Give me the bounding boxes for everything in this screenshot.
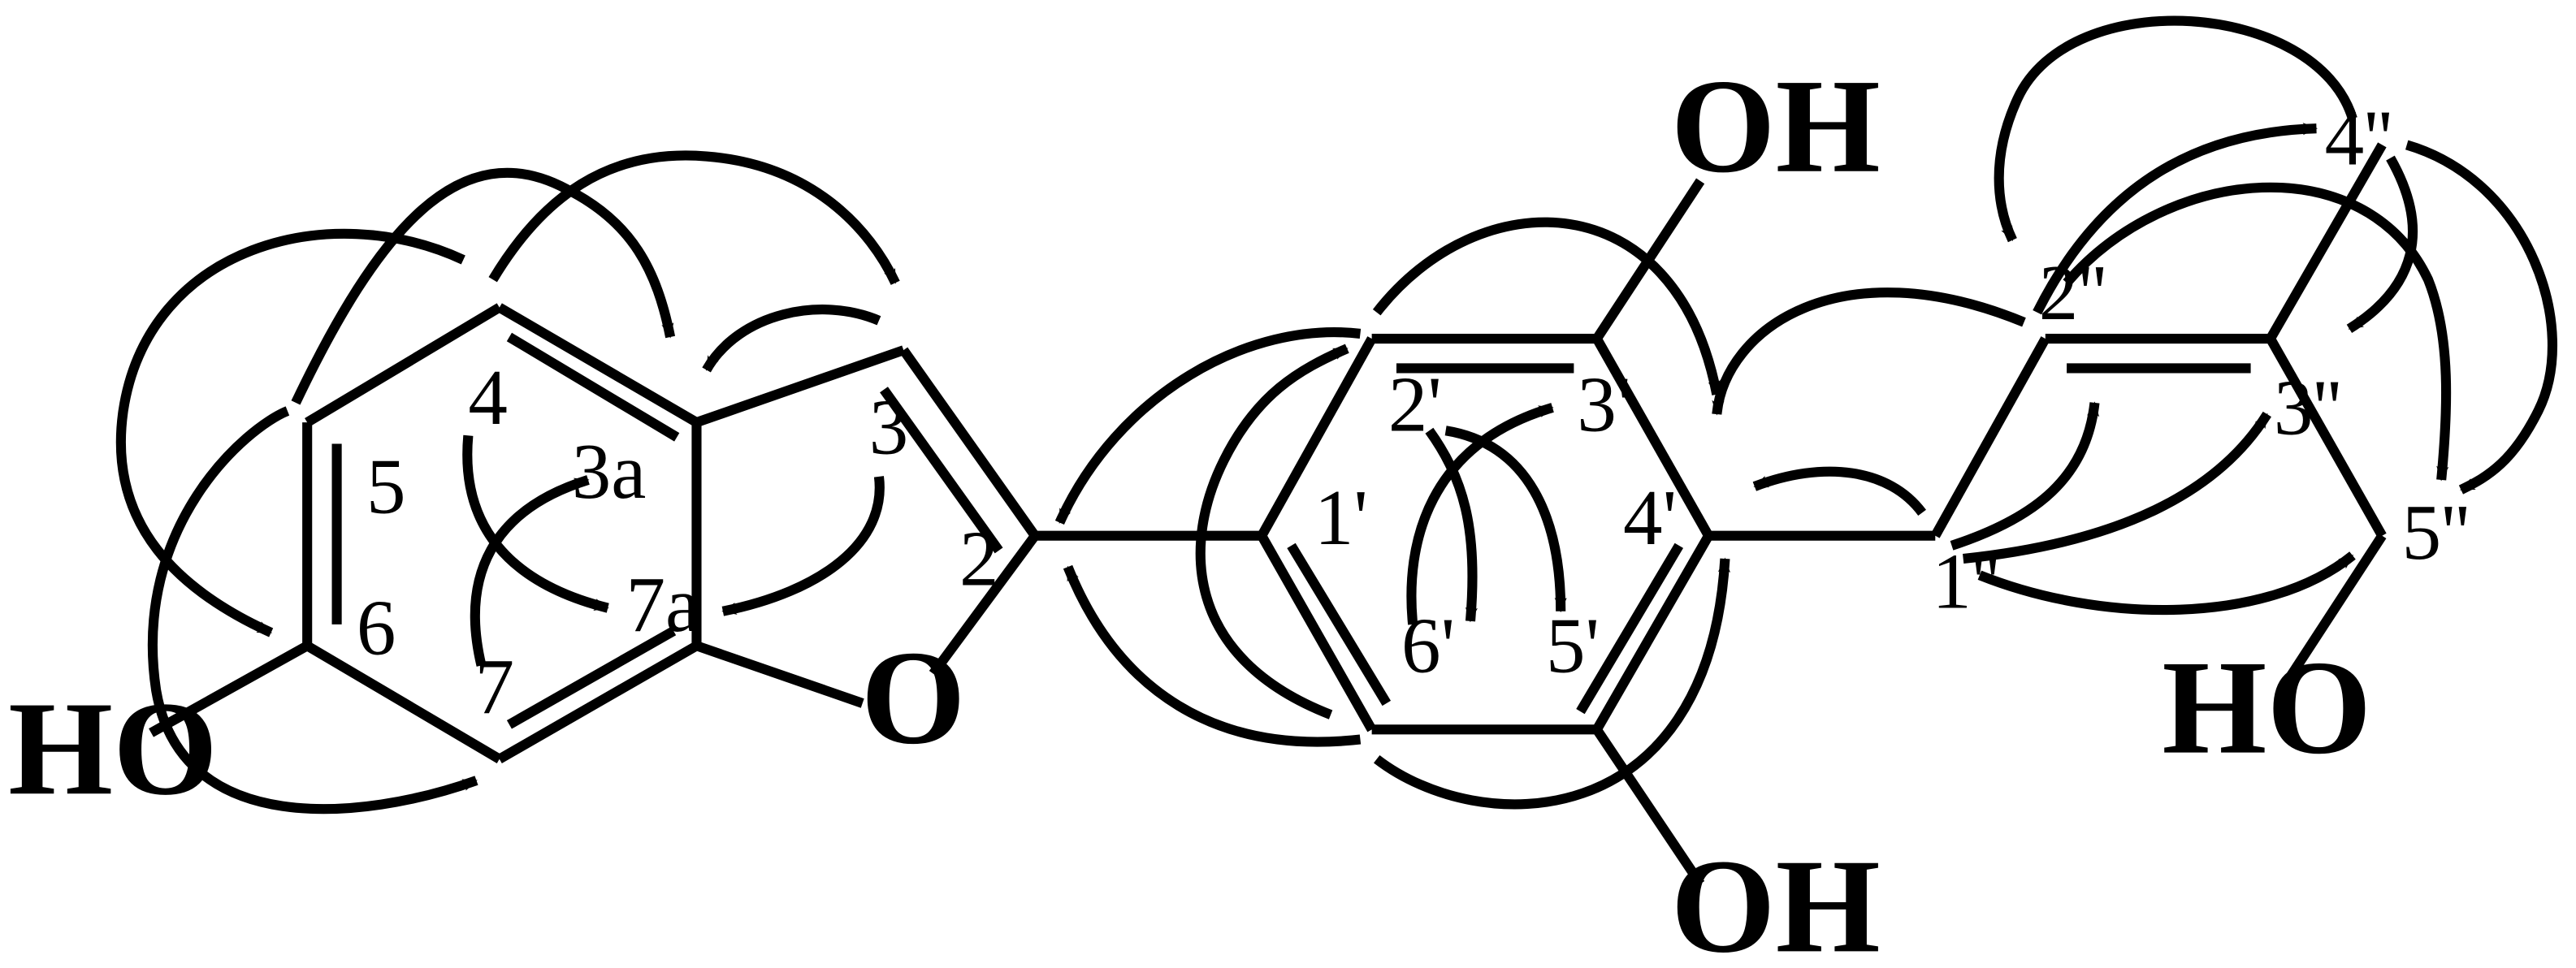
atom-label-ho-right: HO <box>2162 633 2371 782</box>
arrow-h2pp-to-c5pp <box>2063 182 2452 482</box>
bond-c1pp-c2pp <box>1930 336 2050 538</box>
position-label-2p: 2' <box>1388 360 1442 447</box>
position-label-4p: 4' <box>1623 473 1677 561</box>
bond-c4-c3a <box>496 303 699 427</box>
position-label-3p: 3' <box>1577 360 1630 447</box>
bond-c6-oh <box>149 641 310 737</box>
arrow-h2p-to-c5p <box>1444 426 1567 613</box>
arrow-h7-to-c3a <box>470 475 590 667</box>
bond-c5pp-oh <box>2282 533 2387 685</box>
bond-c4-c3a-inner <box>506 332 680 442</box>
bond-c3p-c4p <box>1592 336 1713 538</box>
position-label-7: 7 <box>474 642 514 730</box>
atom-label-oh-bottom: OH <box>1671 831 1881 968</box>
arrow-h1pp-to-c4p <box>1752 466 1926 516</box>
bond-c1p-c2p <box>1257 336 1376 538</box>
arrow-h3-to-c7a <box>721 476 885 616</box>
position-label-4: 4 <box>468 353 508 441</box>
bond-c3pp-c5pp <box>2266 336 2387 538</box>
arrow-h3-to-c3a <box>702 305 881 373</box>
arrow-h6p-to-c3p <box>1406 403 1554 625</box>
arrow-h1pp-to-c2pp <box>1950 401 2100 551</box>
bond-c3pp-c4pp <box>2266 142 2387 342</box>
arrow-h2pp-to-c4p <box>1712 287 2026 416</box>
bond-c3a-c3 <box>695 345 906 427</box>
bond-c3-c2 <box>899 347 1040 539</box>
atom-label-ring-oxygen: O <box>861 623 966 772</box>
position-label-7a: 7a <box>626 560 701 648</box>
arrow-h4pp-to-c3pp <box>2346 155 2418 334</box>
arrow-h2p-to-c2 <box>1054 327 1362 525</box>
arrow-h2p-to-c6p <box>1425 427 1478 623</box>
bond-c4p-c5p-inner <box>1576 542 1684 715</box>
arrow-h4-to-c3 <box>488 150 900 285</box>
position-label-5p: 5' <box>1546 602 1600 689</box>
bond-c4p-c5p <box>1592 533 1713 732</box>
arrow-h6p-to-c2p <box>1195 344 1349 720</box>
bond-c7a-c7-inner <box>506 626 677 729</box>
arrow-h4pp-to-c2pp <box>1994 15 2357 243</box>
position-label-1pp: 1'' <box>1932 538 2000 625</box>
atom-labels: HO O OH OH HO <box>8 51 2371 968</box>
bond-c2-o1 <box>929 533 1039 677</box>
position-label-3pp: 3'' <box>2274 363 2342 451</box>
position-label-2pp: 2'' <box>2039 248 2107 336</box>
position-label-6p: 6' <box>1401 602 1455 689</box>
arrow-h4pp-to-c5pp <box>2405 140 2558 495</box>
position-label-1p: 1' <box>1314 473 1368 561</box>
bond-c6p-c1p <box>1257 533 1376 732</box>
arrow-h1pp-to-c3pp <box>1963 411 2271 564</box>
atom-label-ho-left: HO <box>8 673 218 823</box>
bond-c7a-c7 <box>496 641 699 763</box>
position-label-6: 6 <box>357 583 396 671</box>
arrow-h5-to-c7 <box>147 406 478 815</box>
arrow-h2p-to-c4p <box>1372 217 1722 396</box>
arrow-h1pp-to-c5pp <box>1977 551 2356 616</box>
bond-c5-c4 <box>305 303 502 427</box>
position-label-2: 2 <box>959 514 999 602</box>
position-label-5pp: 5'' <box>2402 488 2470 576</box>
arrow-h6p-to-c2 <box>1063 564 1362 747</box>
arrow-h6p-to-c4p <box>1373 557 1731 810</box>
position-label-5: 5 <box>366 442 406 529</box>
correlation-arrows <box>115 15 2558 815</box>
bond-c7-c6 <box>305 641 502 763</box>
molecule-skeleton <box>149 142 2387 887</box>
arrow-h5-to-c3a <box>291 167 676 405</box>
position-labels: 2 3 3a 4 5 6 7 7a 1' 2' 3' 4' 5' 6' 1'' … <box>357 94 2470 730</box>
position-label-3a: 3a <box>572 427 647 515</box>
arrow-h7-to-c5 <box>115 228 465 637</box>
bond-c3-c2-inner <box>880 387 1003 554</box>
position-label-3: 3 <box>869 383 909 471</box>
position-label-4pp: 4'' <box>2325 94 2393 182</box>
atom-label-oh-top: OH <box>1671 51 1881 201</box>
bond-c6p-c1p-inner <box>1287 542 1392 707</box>
bond-o1-c7a <box>695 641 864 708</box>
bond-c5p-oh <box>1592 726 1705 887</box>
arrow-h2pp-to-c4pp <box>2033 123 2318 315</box>
